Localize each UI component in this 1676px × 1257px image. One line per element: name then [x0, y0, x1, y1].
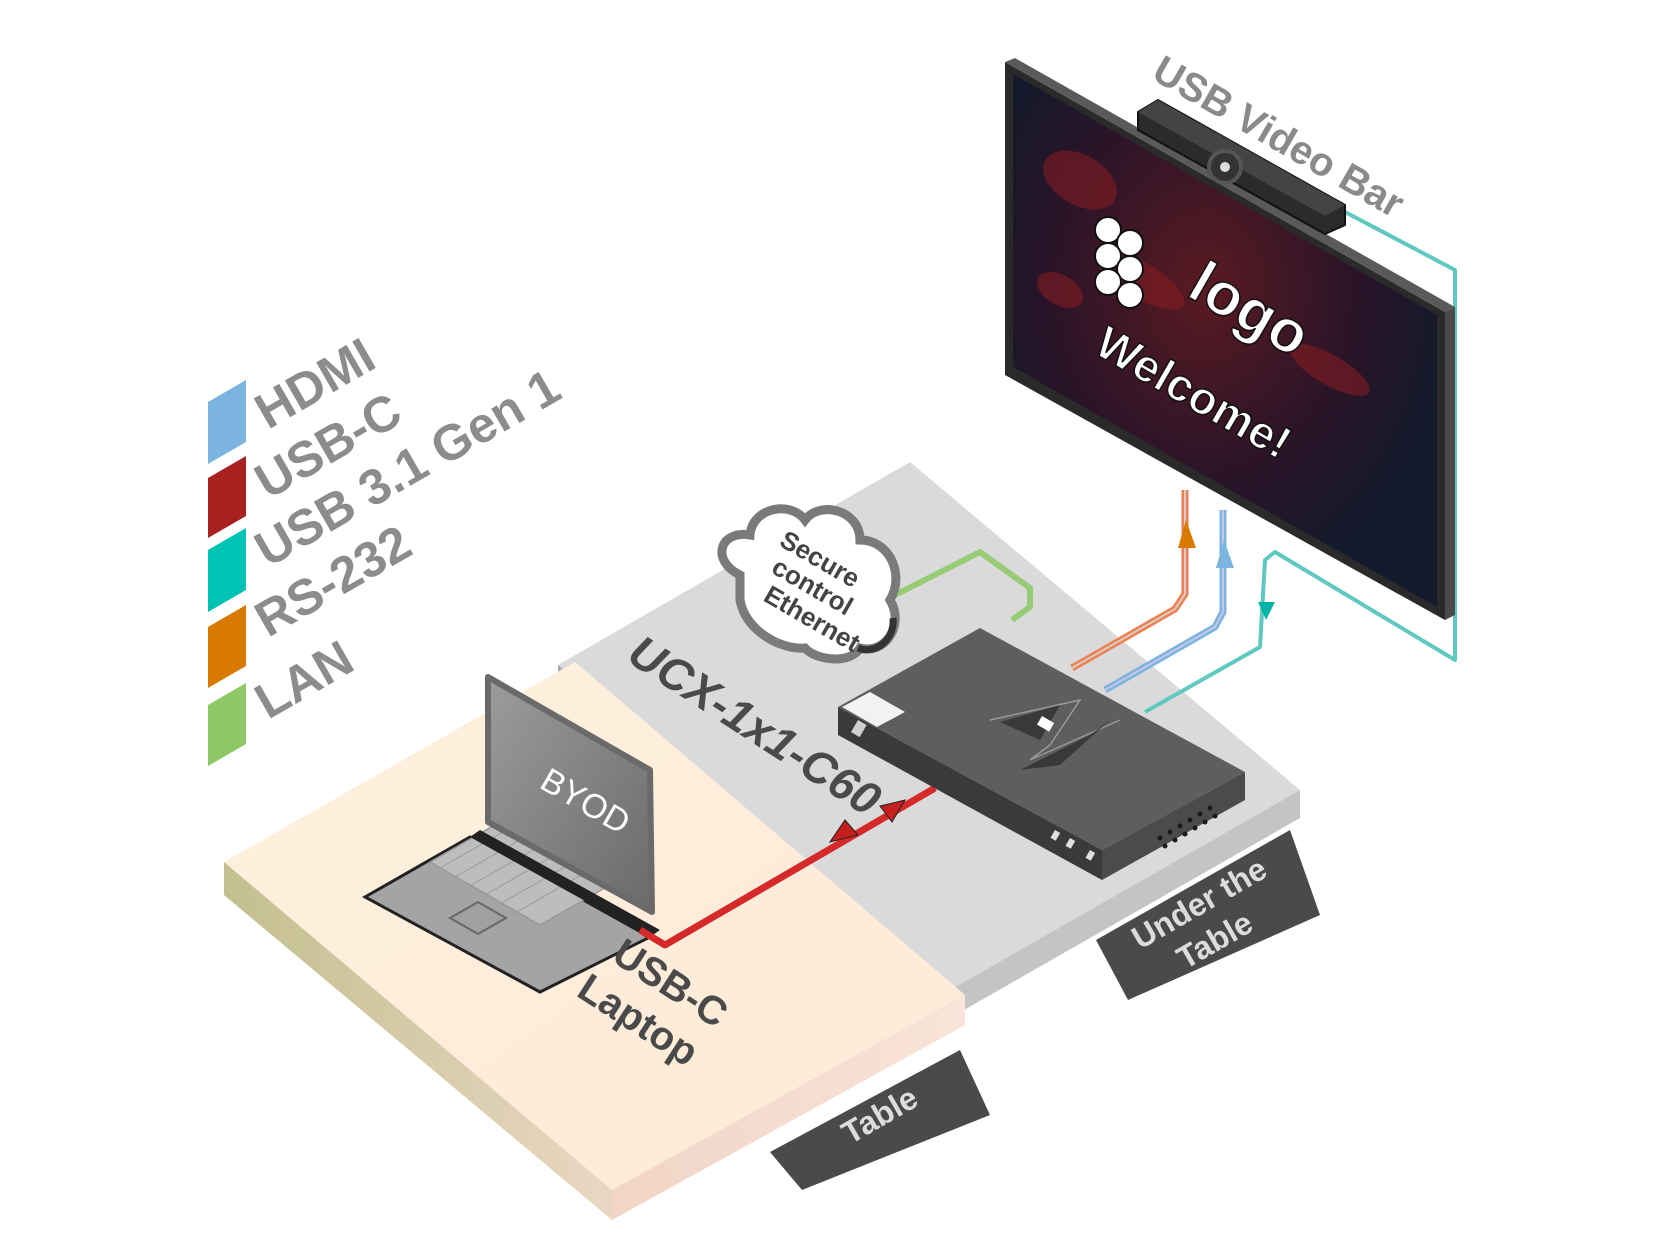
arrow-down-icon	[828, 819, 859, 843]
logo-mark-icon	[1094, 216, 1144, 309]
cable-lan	[893, 549, 1033, 623]
switcher-icon	[838, 628, 1245, 880]
cable-usbc	[638, 784, 937, 949]
legend-swatch-usbc	[208, 456, 246, 538]
cloud-icon: Secure control Ethernet	[717, 504, 901, 664]
hdmi-arrow-icon	[1216, 540, 1234, 568]
cable-hdmi	[1103, 510, 1234, 694]
table-tag: Table	[770, 1050, 990, 1190]
legend-swatch-usb31	[208, 528, 246, 612]
arrow-up-icon	[879, 799, 907, 823]
legend-swatch-rs232	[208, 605, 246, 688]
legend-swatch-lan	[208, 683, 246, 766]
display-icon: logo Welcome!	[1005, 58, 1455, 620]
cable-rs232	[1070, 490, 1196, 672]
usb31-arrow-icon	[1258, 602, 1275, 620]
rs232-arrow-icon	[1178, 520, 1196, 548]
cable-usb31	[1144, 210, 1457, 714]
legend-label-lan: LAN	[246, 630, 363, 730]
legend-swatch-hdmi	[208, 380, 246, 464]
